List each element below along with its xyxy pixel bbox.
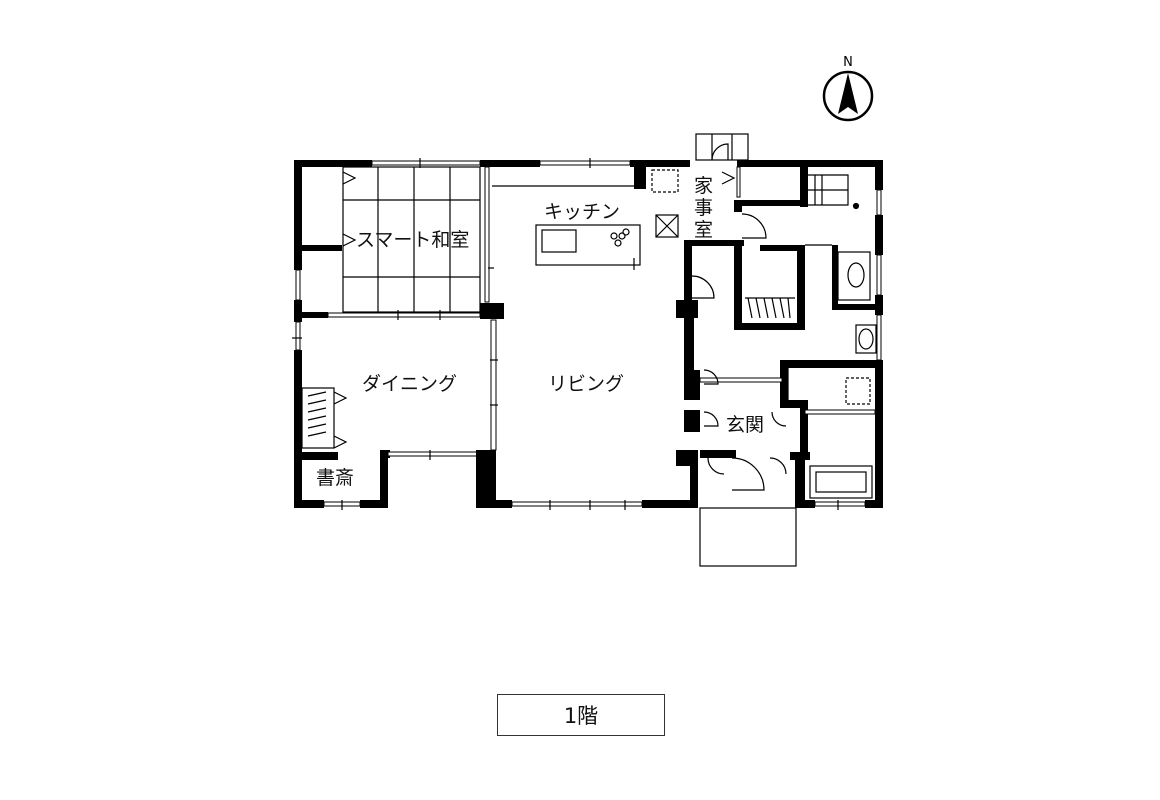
room-label-kajishitsu-1: 家 bbox=[694, 175, 713, 197]
fixtures bbox=[292, 133, 877, 567]
room-label-study: 書斎 bbox=[316, 467, 354, 489]
room-label-entrance: 玄関 bbox=[726, 414, 764, 436]
room-labels: スマート和室 キッチン 家 事 室 ダイニング リビング 書斎 玄関 bbox=[316, 175, 764, 489]
interior-walls bbox=[294, 165, 880, 466]
room-label-living: リビング bbox=[548, 373, 624, 395]
room-label-smart-washitsu: スマート和室 bbox=[356, 229, 469, 251]
north-arrow-icon: N bbox=[822, 55, 874, 122]
room-label-kitchen: キッチン bbox=[544, 201, 620, 223]
room-label-kajishitsu-3: 室 bbox=[694, 219, 713, 241]
north-label: N bbox=[843, 55, 853, 70]
floor-label-box: 1階 bbox=[497, 694, 665, 736]
room-label-kajishitsu-2: 事 bbox=[694, 197, 713, 219]
room-label-dining: ダイニング bbox=[362, 373, 457, 395]
floor-label: 1階 bbox=[563, 704, 599, 728]
